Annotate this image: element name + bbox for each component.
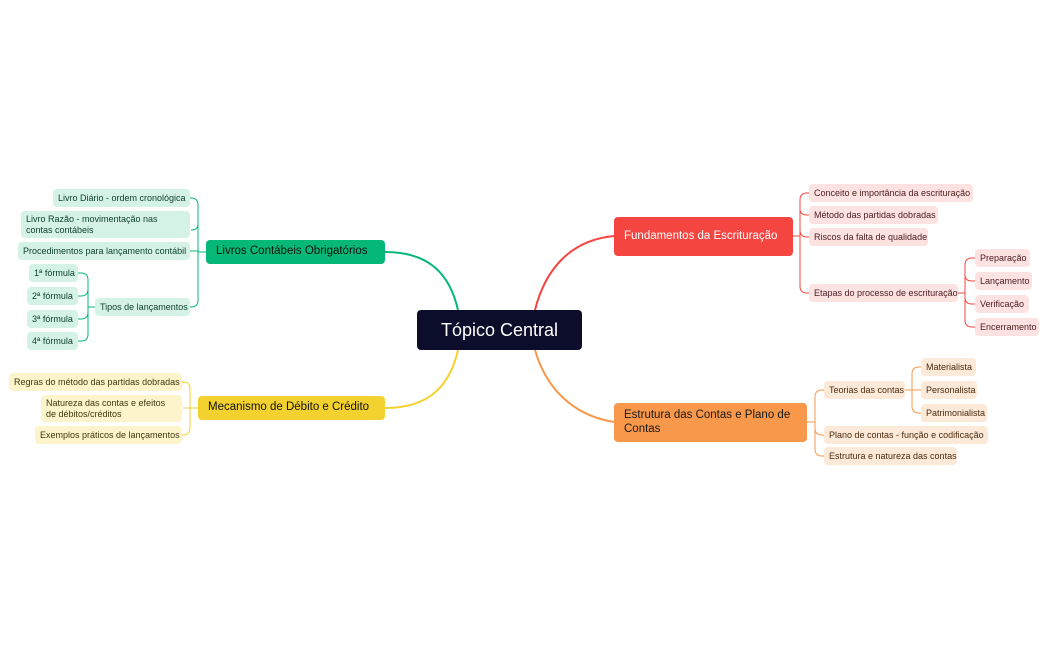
mecanismo-item[interactable]: Natureza das contas e efeitos de débitos…: [41, 395, 182, 422]
formula-item[interactable]: 4ª fórmula: [27, 332, 78, 350]
etapa-item[interactable]: Verificação: [975, 295, 1029, 313]
estrutura-item-label: Teorias das contas: [829, 384, 905, 395]
livros-sub-links: [78, 197, 206, 342]
mecanismo-sub-links: [181, 381, 198, 436]
livros-item[interactable]: Livro Diário - ordem cronológica: [53, 189, 190, 207]
livros-item[interactable]: Tipos de lançamentos: [95, 298, 190, 316]
etapa-item-label: Encerramento: [980, 321, 1037, 332]
fundamentos-item-label: Etapas do processo de escrituração: [814, 287, 958, 298]
teoria-item[interactable]: Patrimonialista: [921, 404, 987, 422]
mecanismo-item[interactable]: Exemplos práticos de lançamentos: [35, 426, 182, 444]
mecanismo-item-label: Natureza das contas e efeitos de débitos…: [46, 398, 166, 419]
link-central-mecanismo: [384, 349, 459, 409]
formula-item-label: 1ª fórmula: [34, 267, 75, 278]
estrutura-item-label: Plano de contas - função e codificação: [829, 429, 984, 440]
fundamentos-item-label: Método das partidas dobradas: [814, 209, 936, 220]
livros-item[interactable]: Livro Razão - movimentação nas contas co…: [21, 211, 190, 238]
etapa-item-label: Lançamento: [980, 275, 1030, 286]
formula-item-label: 2ª fórmula: [32, 290, 73, 301]
fundamentos-item[interactable]: Etapas do processo de escrituração: [809, 284, 958, 302]
branch-estrutura-label: Estrutura das Contas e Plano de Contas: [624, 409, 791, 435]
mecanismo-item-label: Exemplos práticos de lançamentos: [40, 429, 180, 440]
fundamentos-item[interactable]: Método das partidas dobradas: [809, 206, 938, 224]
branch-livros-label: Livros Contábeis Obrigatórios: [216, 245, 368, 258]
estrutura-item[interactable]: Teorias das contas: [824, 381, 905, 399]
mecanismo-item[interactable]: Regras do método das partidas dobradas: [9, 373, 182, 391]
formula-item[interactable]: 2ª fórmula: [27, 287, 78, 305]
link-central-fundamentos: [534, 235, 615, 311]
estrutura-item[interactable]: Estrutura e natureza das contas: [824, 447, 957, 465]
formula-item[interactable]: 1ª fórmula: [29, 264, 78, 282]
branch-mecanismo[interactable]: Mecanismo de Débito e Crédito: [198, 396, 385, 420]
link-central-livros: [384, 251, 459, 311]
livros-item-label: Tipos de lançamentos: [100, 301, 188, 312]
fundamentos-item[interactable]: Conceito e importância da escrituração: [809, 184, 973, 202]
teoria-item-label: Patrimonialista: [926, 407, 986, 418]
etapa-item-label: Preparação: [980, 252, 1027, 263]
etapa-item-label: Verificação: [980, 298, 1025, 309]
fundamentos-item[interactable]: Riscos da falta de qualidade: [809, 228, 928, 246]
formula-item-label: 4ª fórmula: [32, 335, 73, 346]
livros-item[interactable]: Procedimentos para lançamento contábil: [18, 242, 190, 260]
branch-mecanismo-label: Mecanismo de Débito e Crédito: [208, 401, 370, 414]
teoria-item[interactable]: Materialista: [921, 358, 976, 376]
branch-estrutura[interactable]: Estrutura das Contas e Plano de Contas: [614, 403, 807, 442]
estrutura-item-label: Estrutura e natureza das contas: [829, 450, 957, 461]
central-topic-label: Tópico Central: [440, 319, 559, 340]
etapa-item[interactable]: Encerramento: [975, 318, 1039, 336]
livros-item-label: Procedimentos para lançamento contábil: [23, 245, 187, 256]
estrutura-item[interactable]: Plano de contas - função e codificação: [824, 426, 988, 444]
central-topic[interactable]: Tópico Central: [417, 310, 582, 350]
livros-item-label: Livro Razão - movimentação nas contas co…: [26, 214, 158, 235]
teoria-item-label: Materialista: [926, 361, 973, 372]
formula-item[interactable]: 3ª fórmula: [27, 310, 78, 328]
branch-livros[interactable]: Livros Contábeis Obrigatórios: [206, 240, 385, 264]
teoria-item-label: Personalista: [926, 384, 976, 395]
etapa-item[interactable]: Preparação: [975, 249, 1030, 267]
fundamentos-item-label: Riscos da falta de qualidade: [814, 231, 928, 242]
fundamentos-item-label: Conceito e importância da escrituração: [814, 187, 971, 198]
fundamentos-sub-links: [793, 192, 976, 328]
livros-item-label: Livro Diário - ordem cronológica: [58, 192, 186, 203]
branch-fundamentos[interactable]: Fundamentos da Escrituração: [614, 217, 793, 256]
link-central-estrutura: [534, 349, 615, 423]
mecanismo-item-label: Regras do método das partidas dobradas: [14, 376, 180, 387]
formula-item-label: 3ª fórmula: [32, 313, 73, 324]
etapa-item[interactable]: Lançamento: [975, 272, 1032, 290]
estrutura-sub-links: [807, 366, 922, 457]
teoria-item[interactable]: Personalista: [921, 381, 977, 399]
branch-fundamentos-label: Fundamentos da Escrituração: [624, 229, 778, 242]
